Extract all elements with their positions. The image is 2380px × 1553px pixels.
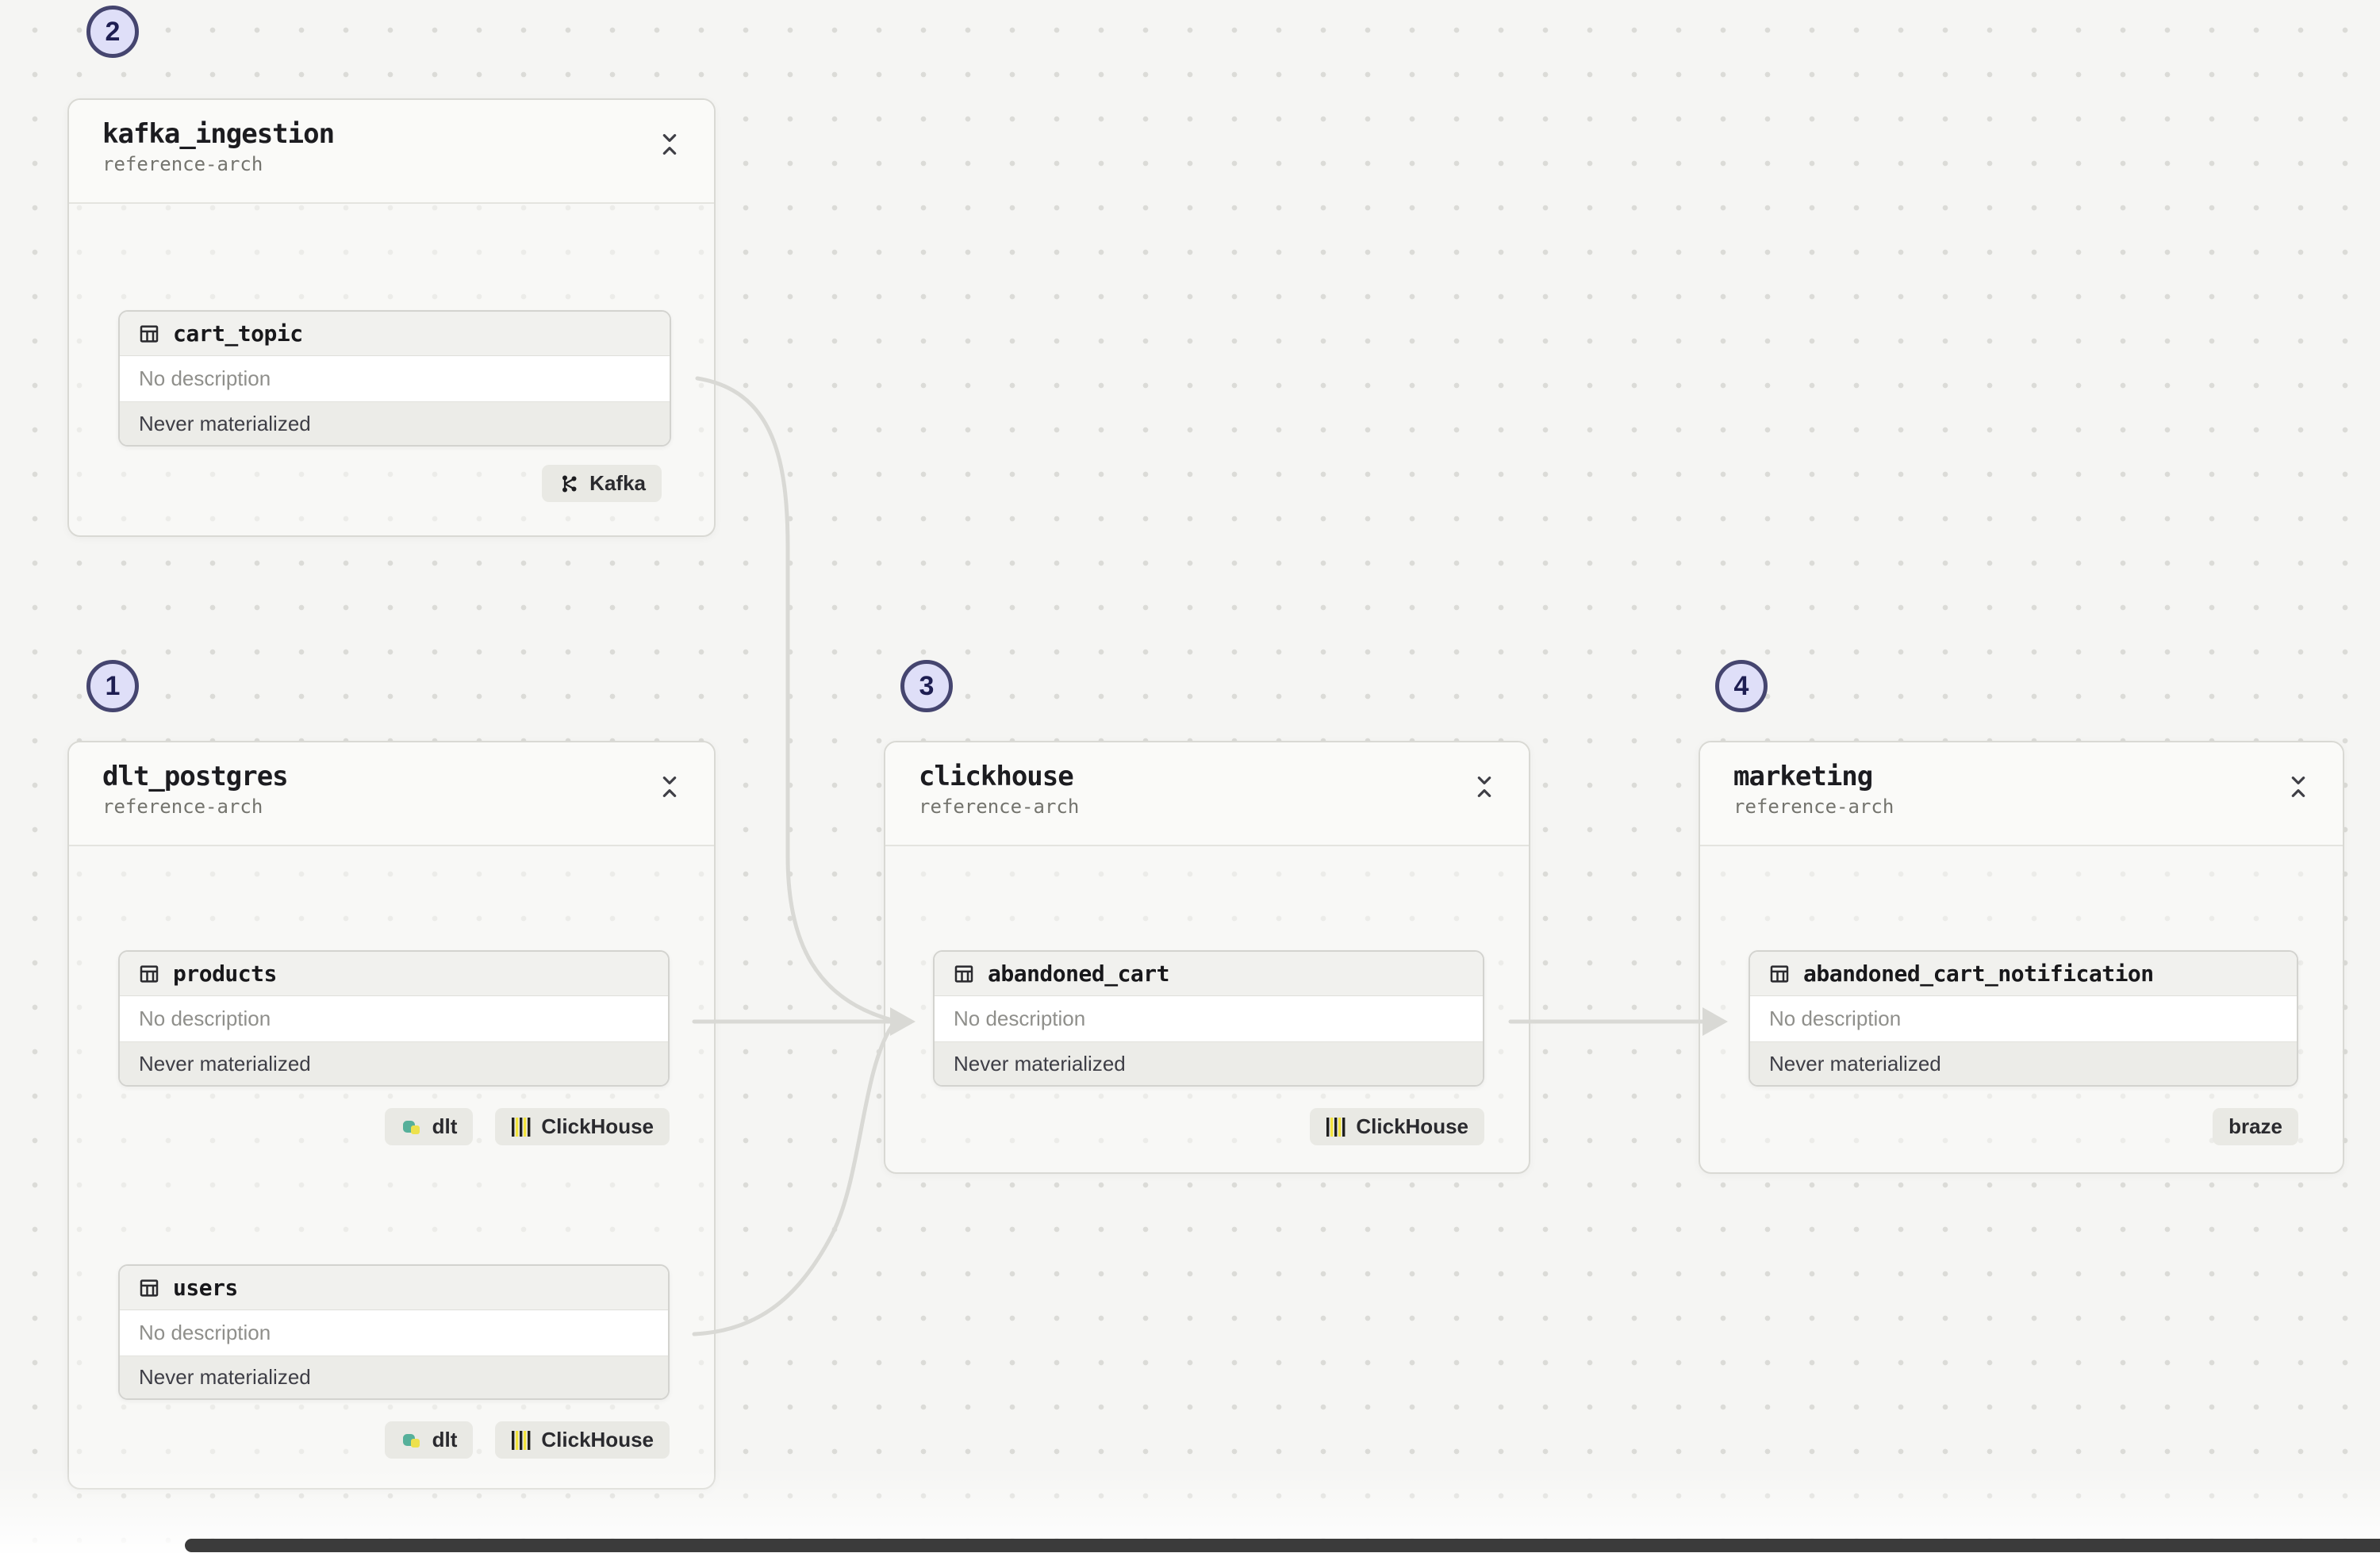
table-icon [137, 1276, 161, 1300]
tag-label: ClickHouse [541, 1428, 654, 1451]
table-icon [952, 962, 976, 986]
asset-tag-row: dlt ClickHouse [118, 1108, 670, 1145]
step-badge-2: 2 [86, 6, 139, 58]
group-subtitle: reference-arch [1733, 796, 1894, 819]
collapse-group-button[interactable] [2278, 768, 2319, 809]
group-kafka_ingestion: kafka_ingestion reference-arch cart_topi… [67, 98, 716, 537]
asset-description: No description [120, 996, 668, 1041]
asset-name: cart_topic [173, 320, 303, 347]
tag-label: dlt [432, 1428, 458, 1451]
asset-header: cart_topic [120, 312, 670, 356]
clickhouse-icon [511, 1429, 532, 1451]
kafka-icon [558, 473, 580, 495]
group-header: marketing reference-arch [1700, 742, 2343, 846]
step-badge-1: 1 [86, 660, 139, 712]
edge-users-abandoned_cart [692, 1024, 894, 1336]
dlt-icon [401, 1429, 423, 1451]
group-header: kafka_ingestion reference-arch [69, 100, 714, 204]
asset-node-products[interactable]: products No description Never materializ… [118, 950, 670, 1087]
group-marketing: marketing reference-arch abandoned_cart_… [1699, 741, 2344, 1174]
group-header: clickhouse reference-arch [885, 742, 1529, 846]
asset-description: No description [1750, 996, 2297, 1041]
asset-name: abandoned_cart [988, 961, 1170, 987]
unfold-less-icon [1472, 774, 1497, 803]
group-title: dlt_postgres [102, 761, 289, 792]
step-badge-3: 3 [900, 660, 953, 712]
group-title: clickhouse [919, 761, 1074, 792]
table-icon [137, 322, 161, 346]
group-title: kafka_ingestion [102, 118, 335, 150]
asset-name: products [173, 961, 277, 987]
table-icon [137, 962, 161, 986]
asset-node-cart_topic[interactable]: cart_topic No description Never material… [118, 310, 671, 447]
tag-kafka[interactable]: Kafka [542, 465, 662, 502]
asset-header: abandoned_cart_notification [1750, 952, 2297, 996]
asset-status: Never materialized [120, 1041, 668, 1085]
tag-dlt[interactable]: dlt [384, 1421, 474, 1459]
asset-tag-row: Kafka [118, 465, 662, 502]
tag-label: dlt [432, 1114, 458, 1138]
group-subtitle: reference-arch [102, 796, 263, 819]
asset-status: Never materialized [120, 1356, 668, 1398]
table-icon [1768, 962, 1791, 986]
collapse-group-button[interactable] [649, 125, 690, 167]
tag-braze[interactable]: braze [2213, 1108, 2298, 1145]
step-badge-4: 4 [1715, 660, 1768, 712]
dlt-icon [401, 1116, 423, 1138]
unfold-less-icon [657, 774, 682, 803]
tag-label: Kafka [589, 471, 646, 495]
group-subtitle: reference-arch [919, 796, 1080, 819]
asset-tag-row: braze [1749, 1108, 2298, 1145]
clickhouse-icon [511, 1116, 532, 1138]
group-header: dlt_postgres reference-arch [69, 742, 714, 846]
asset-tag-row: dlt ClickHouse [118, 1421, 670, 1459]
group-dlt_postgres: dlt_postgres reference-arch products No … [67, 741, 716, 1490]
asset-header: users [120, 1266, 668, 1310]
asset-description: No description [120, 1310, 668, 1356]
asset-status: Never materialized [935, 1041, 1483, 1085]
group-title: marketing [1733, 761, 1873, 792]
asset-tag-row: ClickHouse [933, 1108, 1484, 1145]
tag-clickhouse[interactable]: ClickHouse [1310, 1108, 1484, 1145]
tag-label: ClickHouse [1356, 1114, 1468, 1138]
asset-status: Never materialized [1750, 1041, 2297, 1085]
group-clickhouse: clickhouse reference-arch abandoned_cart… [884, 741, 1530, 1174]
tag-dlt[interactable]: dlt [384, 1108, 474, 1145]
asset-node-users[interactable]: users No description Never materialized [118, 1264, 670, 1400]
collapse-group-button[interactable] [649, 768, 690, 809]
asset-node-abandoned_cart_notification[interactable]: abandoned_cart_notification No descripti… [1749, 950, 2298, 1087]
tag-clickhouse[interactable]: ClickHouse [495, 1421, 670, 1459]
tag-label: braze [2228, 1114, 2282, 1138]
edge-cart_topic-abandoned_cart [695, 376, 894, 1022]
unfold-less-icon [2286, 774, 2311, 803]
tag-clickhouse[interactable]: ClickHouse [495, 1108, 670, 1145]
asset-header: abandoned_cart [935, 952, 1483, 996]
asset-header: products [120, 952, 668, 996]
asset-status: Never materialized [120, 401, 670, 445]
group-subtitle: reference-arch [102, 153, 263, 176]
horizontal-scrollbar[interactable] [185, 1539, 2380, 1552]
asset-name: users [173, 1275, 238, 1301]
unfold-less-icon [657, 132, 682, 161]
asset-node-abandoned_cart[interactable]: abandoned_cart No description Never mate… [933, 950, 1484, 1087]
asset-name: abandoned_cart_notification [1803, 961, 2154, 987]
collapse-group-button[interactable] [1464, 768, 1505, 809]
tag-label: ClickHouse [541, 1114, 654, 1138]
asset-description: No description [120, 356, 670, 401]
clickhouse-icon [1326, 1116, 1346, 1138]
asset-description: No description [935, 996, 1483, 1041]
